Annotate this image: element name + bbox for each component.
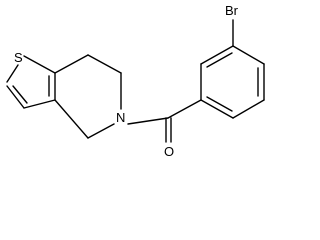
bond-n-c4: [87, 123, 115, 139]
bond-c3-c3a: [23, 99, 56, 109]
atom-label-oxygen: O: [164, 144, 174, 159]
bond-c2-c3-outer: [6, 85, 25, 109]
atom-label-bromine: Br: [225, 3, 239, 18]
bond-ar6-ar1-inner: [206, 96, 233, 112]
bond-carbonyl-aryl: [167, 99, 202, 119]
bond-ar6-ar1: [200, 99, 234, 119]
bond-c2-c3-inner: [12, 85, 28, 104]
bond-s-c7a: [23, 55, 56, 74]
bond-ar2-ar3: [200, 45, 234, 65]
bond-c7a-c7: [54, 54, 89, 74]
atom-label-sulfur: S: [14, 50, 23, 65]
molecule-structure-diagram: S N O Br: [6, 3, 265, 159]
bond-ar2-ar3-inner: [206, 52, 233, 68]
bond-s-c2: [6, 64, 19, 83]
atom-label-nitrogen: N: [116, 110, 125, 125]
bond-c7-c6: [87, 54, 122, 74]
bond-n-carbonyl: [127, 117, 169, 125]
bond-ar5-ar6: [232, 99, 265, 119]
bond-c4-c3a: [54, 99, 89, 139]
bond-ar3-ar4: [232, 45, 265, 65]
